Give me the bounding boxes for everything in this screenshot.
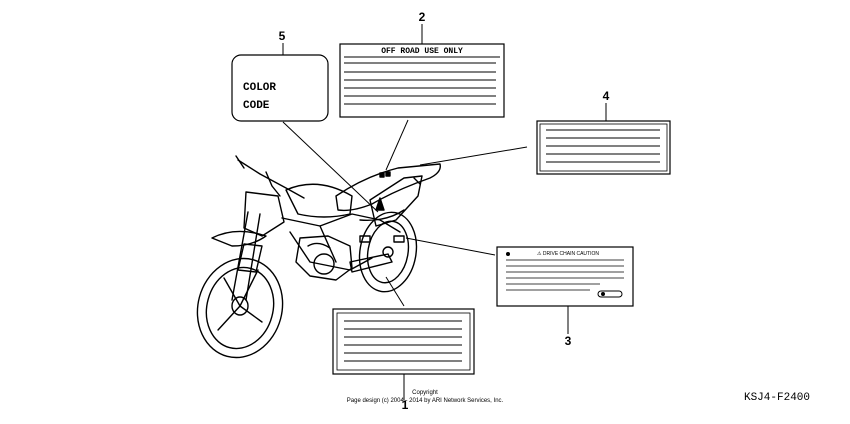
label-4 xyxy=(536,120,671,175)
label-5-color-code: COLOR CODE xyxy=(231,54,329,122)
copyright-line1: Copyright xyxy=(412,390,438,396)
callout-3: 3 xyxy=(565,334,572,348)
leader-lines xyxy=(282,119,528,400)
front-wheel xyxy=(196,257,284,359)
color-code-line2: CODE xyxy=(243,100,270,112)
color-code-line1: COLOR xyxy=(243,82,276,94)
motorcycle-illustration xyxy=(196,155,441,359)
callout-numbers: 5 2 4 3 1 xyxy=(279,10,610,412)
copyright-line2: Page design (c) 2004 - 2014 by ARI Netwo… xyxy=(347,398,504,404)
label-3-drive-chain-caution: ⚠ DRIVE CHAIN CAUTION xyxy=(496,246,634,307)
diagram-code: KSJ4-F2400 xyxy=(744,392,810,404)
offroad-title: OFF ROAD USE ONLY xyxy=(381,47,463,56)
callout-1: 1 xyxy=(402,398,409,412)
callout-4: 4 xyxy=(603,89,610,103)
label-2-offroad-use-only: OFF ROAD USE ONLY xyxy=(339,43,505,118)
callout-5: 5 xyxy=(279,29,286,43)
rear-wheel xyxy=(358,211,418,293)
label-1 xyxy=(332,308,475,375)
chain-caution-title: ⚠ DRIVE CHAIN CAUTION xyxy=(537,251,599,257)
callout-2: 2 xyxy=(419,10,426,24)
chain-adjuster-icon xyxy=(597,290,623,298)
